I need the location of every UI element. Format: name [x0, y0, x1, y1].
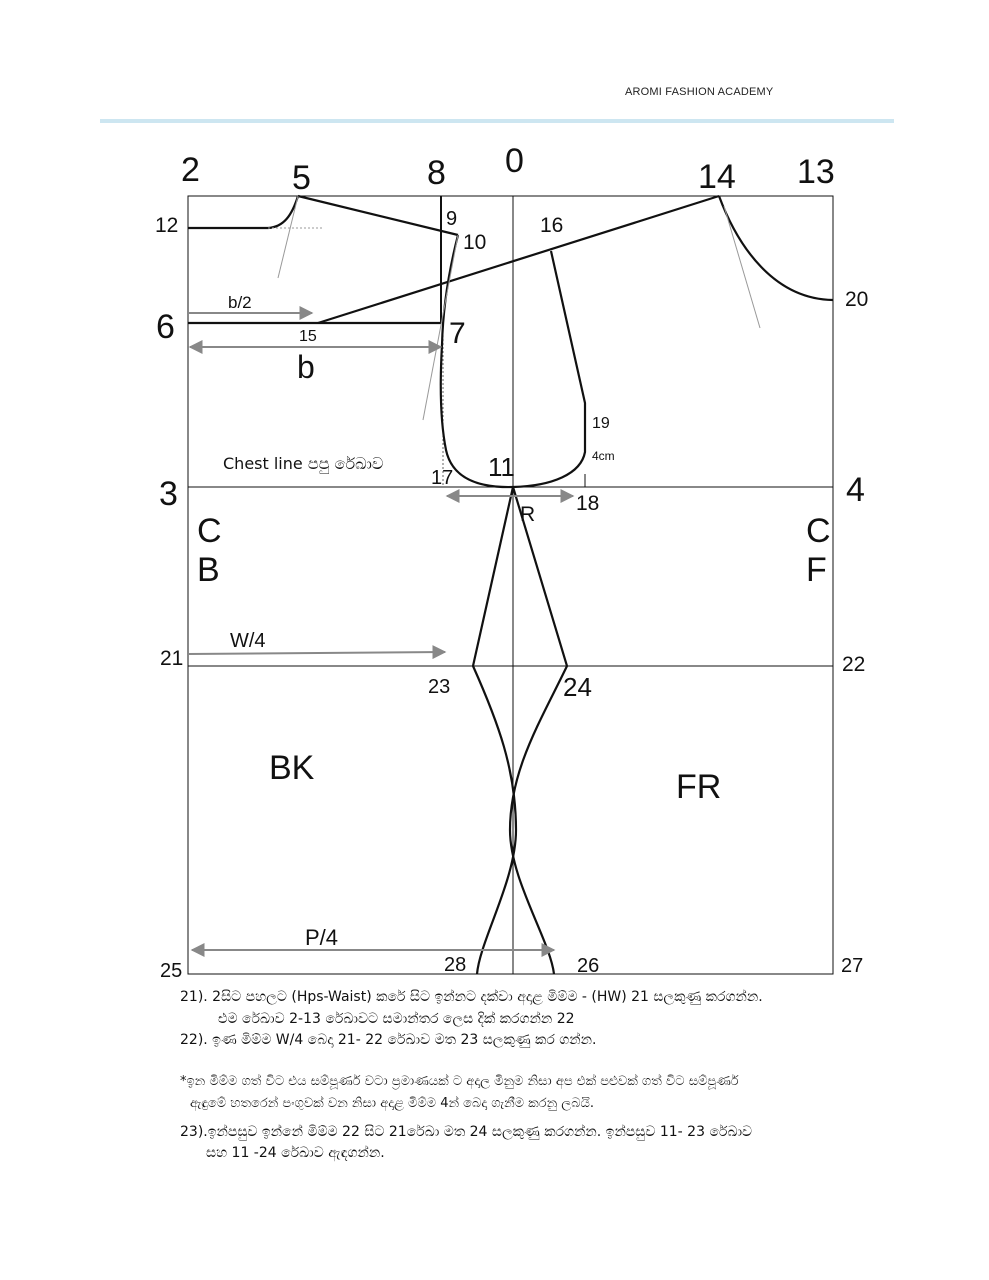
point-16: 16 — [540, 214, 563, 237]
back-armhole-curve — [439, 234, 514, 489]
instruction-21-line2: එම රේඛාව 2-13 රේඛාවට සමාන්තර ලෙස දික් කර… — [218, 1011, 575, 1027]
pattern-frame — [187, 195, 834, 975]
instruction-21-line1: 21). 2සිට පහලට (Hps-Waist) කරේ සිට ඉන්නට… — [180, 989, 763, 1005]
point-23: 23 — [428, 676, 450, 698]
point-24: 24 — [563, 672, 592, 702]
label-w4: W/4 — [230, 630, 266, 652]
back-armhole-tangent — [422, 234, 459, 421]
point-12: 12 — [155, 214, 178, 237]
point-19: 19 — [592, 415, 610, 432]
point-25: 25 — [160, 960, 182, 982]
front-armhole-curve — [512, 250, 587, 489]
point-13: 13 — [797, 153, 835, 191]
label-4cm: 4cm — [592, 449, 615, 463]
label-cb-b: B — [197, 551, 220, 589]
label-b: b — [297, 349, 315, 385]
point-7: 7 — [449, 317, 466, 350]
point-2: 2 — [181, 151, 200, 189]
instruction-23-line2: සහ 11 -24 රේඛාව ඇඳගන්න. — [206, 1145, 385, 1161]
point-5: 5 — [292, 159, 311, 197]
point-14: 14 — [698, 158, 736, 196]
point-9: 9 — [446, 208, 457, 230]
point-3: 3 — [159, 475, 178, 513]
label-bk: BK — [269, 749, 315, 787]
label-r: R — [520, 503, 535, 526]
header-divider — [100, 119, 894, 123]
side-seam-back — [471, 486, 518, 975]
arrow-w4 — [187, 645, 447, 660]
point-28: 28 — [444, 954, 466, 976]
label-cf-c: C — [806, 512, 831, 550]
label-chest-line: Chest line පපු රේඛාව — [223, 454, 383, 474]
label-cb-c: C — [197, 512, 222, 550]
label-cf-f: F — [806, 551, 827, 589]
back-shoulder-line — [297, 194, 459, 237]
back-neck-curve — [188, 195, 300, 230]
point-10: 10 — [463, 231, 486, 254]
point-4: 4 — [846, 471, 865, 509]
note-line2: ඇඳුමේ හතරෙන් පංගුවක් වන නිසා අදාළ මිම්ම … — [190, 1096, 594, 1111]
point-0: 0 — [505, 142, 524, 180]
point-22: 22 — [842, 653, 865, 676]
label-b-half: b/2 — [228, 293, 252, 312]
point-6: 6 — [156, 308, 175, 346]
header-academy-name: AROMI FASHION ACADEMY — [625, 86, 774, 98]
point-20: 20 — [845, 288, 868, 311]
line-15-14 — [317, 194, 720, 325]
note-line1: *ඉන මිම්ම ගත් විට එය සම්පූර්ණ වටා ප්‍රමා… — [180, 1074, 739, 1089]
point-21: 21 — [160, 647, 183, 670]
point-27: 27 — [841, 955, 863, 977]
point-26: 26 — [577, 955, 599, 977]
point-15: 15 — [299, 328, 317, 345]
instruction-23-line1: 23).ඉන්පසුව ඉන්නේ මිම්ම 22 සිට 21රේඛා මත… — [180, 1124, 753, 1140]
point-17: 17 — [431, 467, 453, 489]
side-seam-front — [508, 486, 569, 975]
instruction-22: 22). ඉණ මිම්ම W/4 බෙදා 21- 22 රේඛාව මත 2… — [180, 1032, 597, 1048]
point-11: 11 — [488, 452, 515, 482]
point-8: 8 — [427, 154, 446, 192]
back-neck-tangent — [277, 195, 299, 279]
label-fr: FR — [676, 768, 721, 806]
front-neck-tangent — [723, 205, 761, 329]
label-p4: P/4 — [305, 925, 338, 950]
point-18: 18 — [576, 492, 599, 515]
